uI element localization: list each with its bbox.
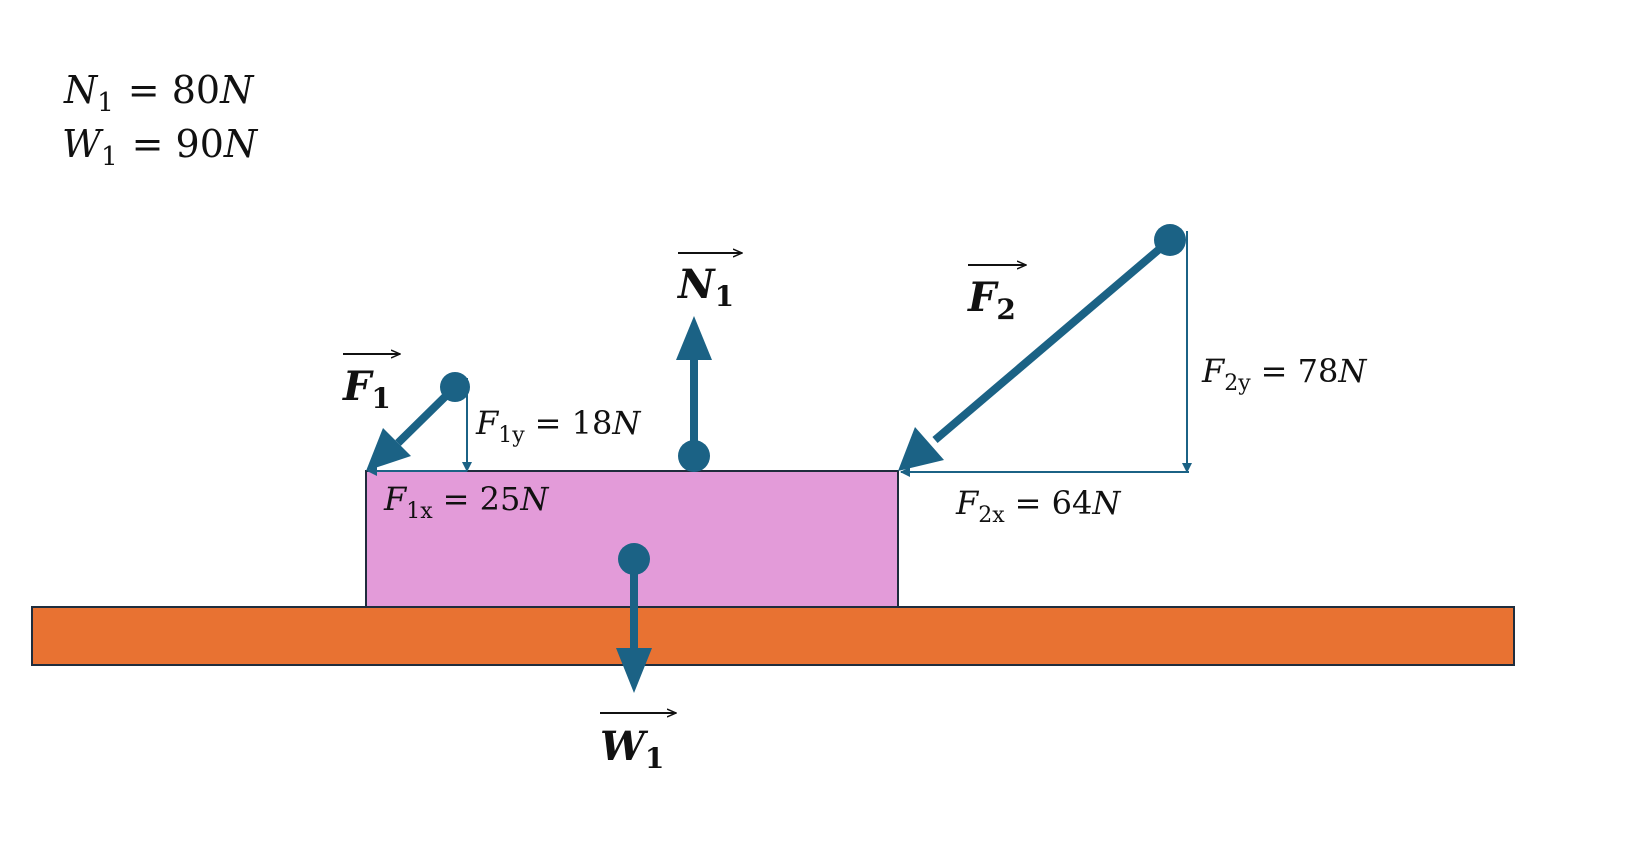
- svg-text:F1: F1: [342, 363, 391, 415]
- given-w1: W1= 90N: [62, 122, 259, 172]
- svg-text:N1: N1: [676, 261, 734, 313]
- f2-vector-head: [898, 427, 944, 471]
- f2-origin-dot: [1154, 224, 1186, 256]
- w1-origin-dot: [618, 543, 650, 575]
- svg-text:F2: F2: [967, 274, 1016, 326]
- f1-origin-dot: [440, 372, 470, 402]
- label-f1y: F1y= 18N: [475, 404, 641, 448]
- label-f2y: F2y= 78N: [1201, 352, 1367, 396]
- label-w1: W1: [600, 713, 676, 775]
- f2-vector-shaft: [932, 236, 1173, 444]
- f1-vector-head: [366, 428, 411, 471]
- label-f1: F1: [342, 354, 400, 415]
- label-f2x: F2x= 64N: [955, 484, 1121, 528]
- label-f2: F2: [967, 265, 1026, 326]
- ground: [31, 606, 1515, 666]
- label-n1: N1: [676, 253, 742, 313]
- w1-vector-head: [616, 648, 652, 693]
- svg-text:W1: W1: [600, 723, 664, 775]
- n1-vector-head: [676, 316, 712, 360]
- given-n1: N1= 80N: [63, 68, 255, 118]
- n1-origin-dot: [678, 440, 710, 472]
- label-f1x: F1x= 25N: [383, 480, 549, 524]
